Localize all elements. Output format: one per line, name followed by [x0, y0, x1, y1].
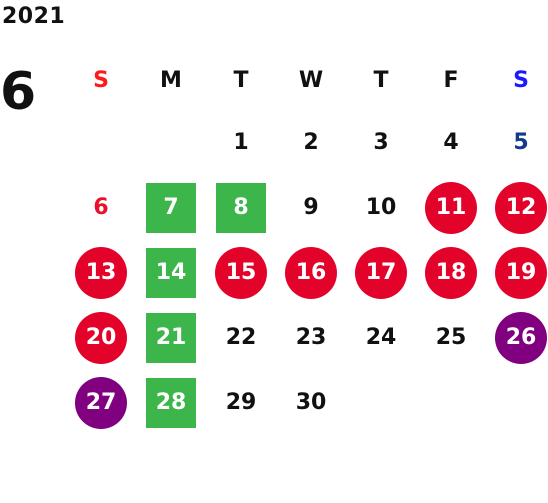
- day-cell[interactable]: 30: [276, 370, 346, 435]
- day-number: 1: [233, 130, 249, 155]
- day-cell[interactable]: 29: [206, 370, 276, 435]
- empty-day-cell: [346, 370, 416, 435]
- day-number: 24: [365, 325, 397, 350]
- day-number: 30: [295, 390, 327, 415]
- day-cell[interactable]: 7: [136, 175, 206, 240]
- day-cell[interactable]: 27: [66, 370, 136, 435]
- red-circle-day-number: 16: [285, 246, 337, 299]
- weekday-tuesday: T: [233, 67, 249, 93]
- day-cell[interactable]: 6: [66, 175, 136, 240]
- day-cell[interactable]: 19: [486, 240, 548, 305]
- red-circle-day-number: 11: [425, 181, 477, 234]
- day-cell[interactable]: 9: [276, 175, 346, 240]
- red-circle-day-number: 12: [495, 181, 547, 234]
- weekday-thursday: T: [373, 67, 389, 93]
- weekday-sunday: S: [93, 67, 109, 93]
- day-number: 3: [373, 130, 389, 155]
- day-number: 29: [225, 390, 257, 415]
- day-number: 4: [443, 130, 459, 155]
- day-cell[interactable]: 18: [416, 240, 486, 305]
- green-square-day-number: 21: [146, 312, 196, 363]
- day-cell[interactable]: 17: [346, 240, 416, 305]
- weekday-friday: F: [443, 67, 459, 93]
- day-cell[interactable]: 23: [276, 305, 346, 370]
- day-cell[interactable]: 12: [486, 175, 548, 240]
- empty-day-cell: [136, 110, 206, 175]
- day-cell[interactable]: 25: [416, 305, 486, 370]
- day-cell[interactable]: 5: [486, 110, 548, 175]
- day-number: 25: [435, 325, 467, 350]
- day-cell[interactable]: 1: [206, 110, 276, 175]
- day-number: 23: [295, 325, 327, 350]
- day-cell[interactable]: 16: [276, 240, 346, 305]
- day-cell[interactable]: 21: [136, 305, 206, 370]
- day-cell[interactable]: 3: [346, 110, 416, 175]
- weekday-saturday: S: [513, 67, 529, 93]
- red-circle-day-number: 20: [75, 311, 127, 364]
- calendar-year: 2021: [2, 4, 66, 29]
- red-circle-day-number: 17: [355, 246, 407, 299]
- day-number: 5: [513, 130, 529, 155]
- day-cell[interactable]: 2: [276, 110, 346, 175]
- green-square-day-number: 8: [216, 182, 266, 233]
- day-number: 9: [303, 195, 319, 220]
- day-number: 6: [93, 195, 109, 220]
- red-circle-day-number: 18: [425, 246, 477, 299]
- day-cell[interactable]: 26: [486, 305, 548, 370]
- weekday-monday: M: [160, 67, 182, 93]
- day-number: 10: [365, 195, 397, 220]
- day-cell[interactable]: 22: [206, 305, 276, 370]
- day-cell[interactable]: 28: [136, 370, 206, 435]
- day-cell[interactable]: 14: [136, 240, 206, 305]
- red-circle-day-number: 13: [75, 246, 127, 299]
- day-cell[interactable]: 15: [206, 240, 276, 305]
- day-cell[interactable]: 4: [416, 110, 486, 175]
- red-circle-day-number: 15: [215, 246, 267, 299]
- day-cell[interactable]: 20: [66, 305, 136, 370]
- day-cell[interactable]: 8: [206, 175, 276, 240]
- day-number: 2: [303, 130, 319, 155]
- weekday-wednesday: W: [298, 67, 324, 93]
- calendar-month: 6: [0, 62, 37, 122]
- green-square-day-number: 7: [146, 182, 196, 233]
- day-cell[interactable]: 13: [66, 240, 136, 305]
- day-cell[interactable]: 24: [346, 305, 416, 370]
- empty-day-cell: [416, 370, 486, 435]
- empty-day-cell: [486, 370, 548, 435]
- day-cell[interactable]: 10: [346, 175, 416, 240]
- day-number: 22: [225, 325, 257, 350]
- purple-circle-day-number: 26: [495, 311, 547, 364]
- green-square-day-number: 14: [146, 247, 196, 298]
- day-cell[interactable]: 11: [416, 175, 486, 240]
- red-circle-day-number: 19: [495, 246, 547, 299]
- empty-day-cell: [66, 110, 136, 175]
- purple-circle-day-number: 27: [75, 376, 127, 429]
- green-square-day-number: 28: [146, 377, 196, 428]
